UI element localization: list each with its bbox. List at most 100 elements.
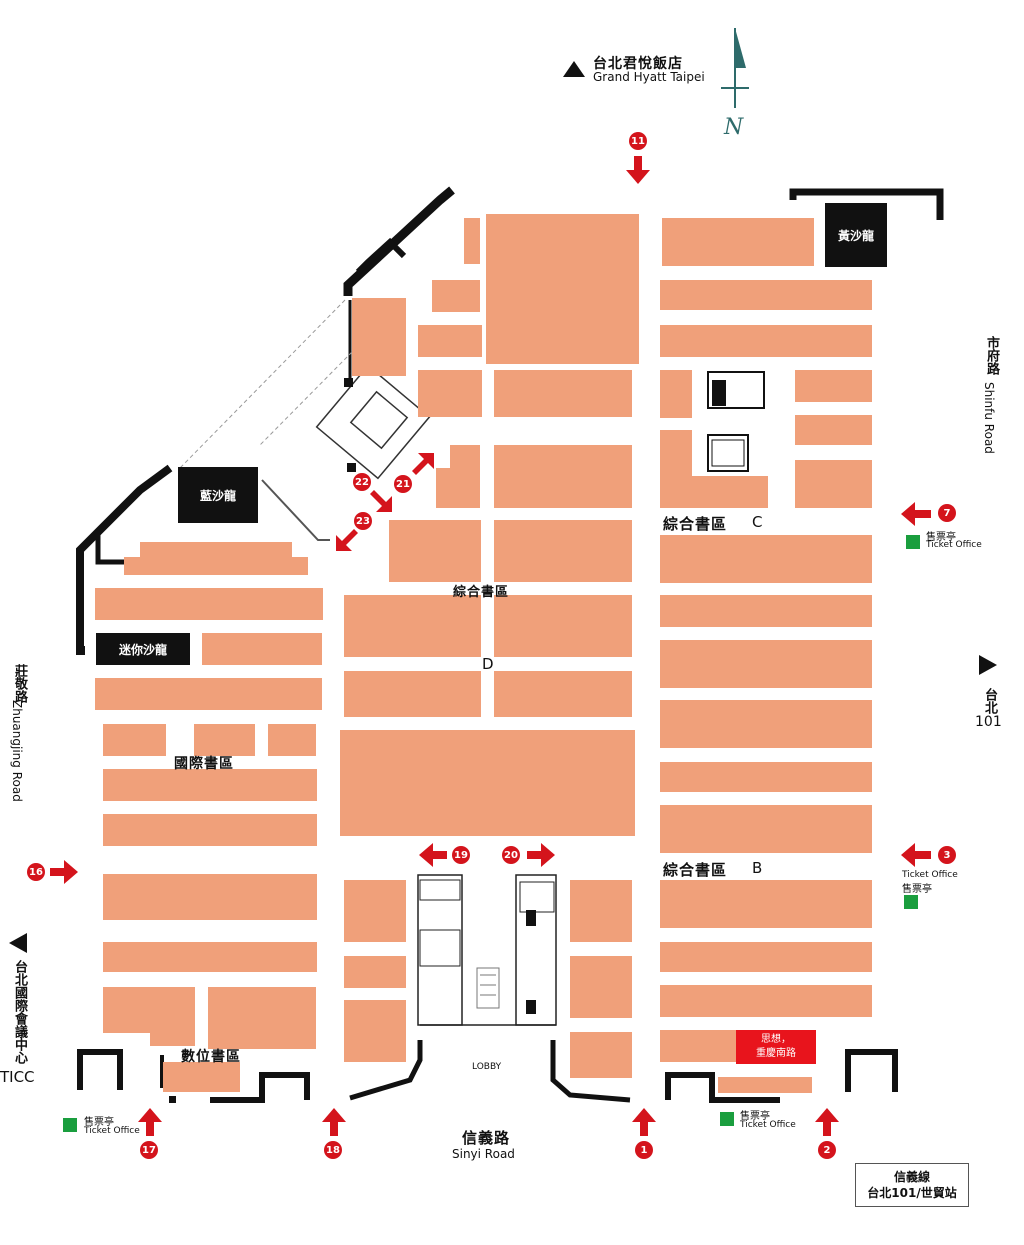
booth[interactable] bbox=[194, 724, 255, 756]
booth[interactable] bbox=[494, 595, 632, 657]
booth[interactable] bbox=[344, 956, 406, 988]
ticket-office-label-zh: 售票亭 bbox=[926, 532, 956, 543]
booth[interactable] bbox=[352, 298, 406, 376]
booth[interactable] bbox=[103, 987, 195, 1033]
entrance-badge: 20 bbox=[502, 846, 520, 864]
metro-station-box[interactable]: 信義線 台北101/世貿站 bbox=[855, 1163, 969, 1207]
zone-b-letter: B bbox=[752, 859, 763, 877]
booth[interactable] bbox=[660, 280, 872, 310]
pillar bbox=[76, 646, 85, 655]
entrance-badge: 19 bbox=[452, 846, 470, 864]
ticket-office-icon bbox=[720, 1112, 734, 1126]
booth[interactable] bbox=[660, 325, 872, 357]
entrance-badge: 17 bbox=[140, 1141, 158, 1159]
entrance-badge: 11 bbox=[629, 132, 647, 150]
booth[interactable] bbox=[103, 814, 317, 846]
booth[interactable] bbox=[494, 370, 632, 417]
booth[interactable] bbox=[660, 370, 692, 418]
booth[interactable] bbox=[95, 588, 323, 620]
digital-zone-label: 數位書區 bbox=[181, 1049, 241, 1065]
sinyi-road-en: Sinyi Road bbox=[452, 1147, 515, 1161]
entrance-badge: 23 bbox=[354, 512, 372, 530]
booth[interactable] bbox=[795, 460, 872, 508]
booth[interactable] bbox=[570, 880, 632, 942]
booth[interactable] bbox=[795, 370, 872, 402]
blue-salon[interactable]: 藍沙龍 bbox=[178, 467, 258, 523]
thought-stage[interactable]: 思想， 重慶南路 bbox=[736, 1030, 816, 1064]
entrance-badge: 22 bbox=[353, 473, 371, 491]
mini-salon[interactable]: 迷你沙龍 bbox=[96, 633, 190, 665]
grand-hyatt-label-zh: 台北君悅飯店 bbox=[593, 56, 683, 72]
arrow-down-icon bbox=[626, 156, 650, 184]
zhuangjing-road-en: Zhuangjing Road bbox=[10, 700, 24, 802]
booth[interactable] bbox=[464, 218, 480, 264]
booth[interactable] bbox=[418, 325, 482, 357]
booth[interactable] bbox=[140, 542, 292, 560]
booth[interactable] bbox=[660, 985, 872, 1017]
arrow-left-icon bbox=[901, 502, 931, 526]
booth[interactable] bbox=[103, 874, 317, 920]
triangle-up-icon bbox=[563, 61, 585, 77]
compass-n-label: N bbox=[724, 115, 744, 140]
entrance-badge: 18 bbox=[324, 1141, 342, 1159]
sinyi-road-zh: 信義路 bbox=[462, 1129, 511, 1147]
shinfu-road-zh: 市府路 bbox=[984, 336, 999, 375]
booth[interactable] bbox=[494, 520, 632, 582]
taipei101-label-zh: 台北 bbox=[982, 688, 997, 714]
entrance-badge: 21 bbox=[394, 475, 412, 493]
zone-c-letter: C bbox=[752, 513, 763, 531]
booth[interactable] bbox=[344, 671, 481, 717]
booth[interactable] bbox=[163, 1062, 240, 1092]
booth[interactable] bbox=[344, 880, 406, 942]
booth[interactable] bbox=[494, 671, 632, 717]
booth[interactable] bbox=[660, 595, 872, 627]
booth[interactable] bbox=[450, 445, 480, 475]
booth[interactable] bbox=[344, 595, 481, 657]
north-arrow-icon bbox=[721, 28, 749, 108]
booth[interactable] bbox=[660, 535, 872, 583]
booth[interactable] bbox=[103, 724, 166, 756]
booth[interactable] bbox=[432, 280, 480, 312]
booth[interactable] bbox=[660, 880, 872, 928]
booth[interactable] bbox=[103, 769, 317, 801]
booth[interactable] bbox=[389, 520, 481, 582]
zone-d-label: 綜合書區 bbox=[453, 585, 510, 600]
booth[interactable] bbox=[660, 805, 872, 853]
booth[interactable] bbox=[662, 218, 814, 266]
booth[interactable] bbox=[660, 1030, 736, 1062]
entrance-badge: 2 bbox=[818, 1141, 836, 1159]
booth[interactable] bbox=[150, 1030, 195, 1046]
booth[interactable] bbox=[494, 445, 632, 508]
booth[interactable] bbox=[718, 1077, 812, 1093]
booth[interactable] bbox=[208, 987, 316, 1049]
entrance-badge: 1 bbox=[635, 1141, 653, 1159]
booth[interactable] bbox=[95, 678, 322, 710]
grand-hyatt-label-en: Grand Hyatt Taipei bbox=[593, 70, 705, 84]
pillar bbox=[347, 463, 356, 472]
booth[interactable] bbox=[486, 214, 639, 364]
booth[interactable] bbox=[570, 956, 632, 1018]
ticket-office-icon bbox=[63, 1118, 77, 1132]
booth[interactable] bbox=[344, 1000, 406, 1062]
zone-d-letter: D bbox=[482, 655, 494, 673]
booth[interactable] bbox=[660, 476, 768, 508]
booth[interactable] bbox=[340, 730, 635, 836]
booth[interactable] bbox=[124, 557, 308, 575]
booth[interactable] bbox=[202, 633, 322, 665]
arrow-right-icon bbox=[50, 860, 78, 884]
booth[interactable] bbox=[103, 942, 317, 972]
booth[interactable] bbox=[418, 370, 482, 417]
booth[interactable] bbox=[660, 700, 872, 748]
booth[interactable] bbox=[660, 640, 872, 688]
booth[interactable] bbox=[268, 724, 316, 756]
booth[interactable] bbox=[795, 415, 872, 445]
ticket-office-icon bbox=[904, 895, 918, 909]
booth[interactable] bbox=[660, 942, 872, 972]
zone-b-label: 綜合書區 bbox=[663, 861, 728, 879]
booth[interactable] bbox=[570, 1032, 632, 1078]
booth[interactable] bbox=[660, 762, 872, 792]
yellow-salon[interactable]: 黃沙龍 bbox=[825, 203, 887, 267]
thought-stage-line2: 重慶南路 bbox=[756, 1048, 796, 1059]
ticket-office-label-en: Ticket Office bbox=[902, 870, 958, 880]
